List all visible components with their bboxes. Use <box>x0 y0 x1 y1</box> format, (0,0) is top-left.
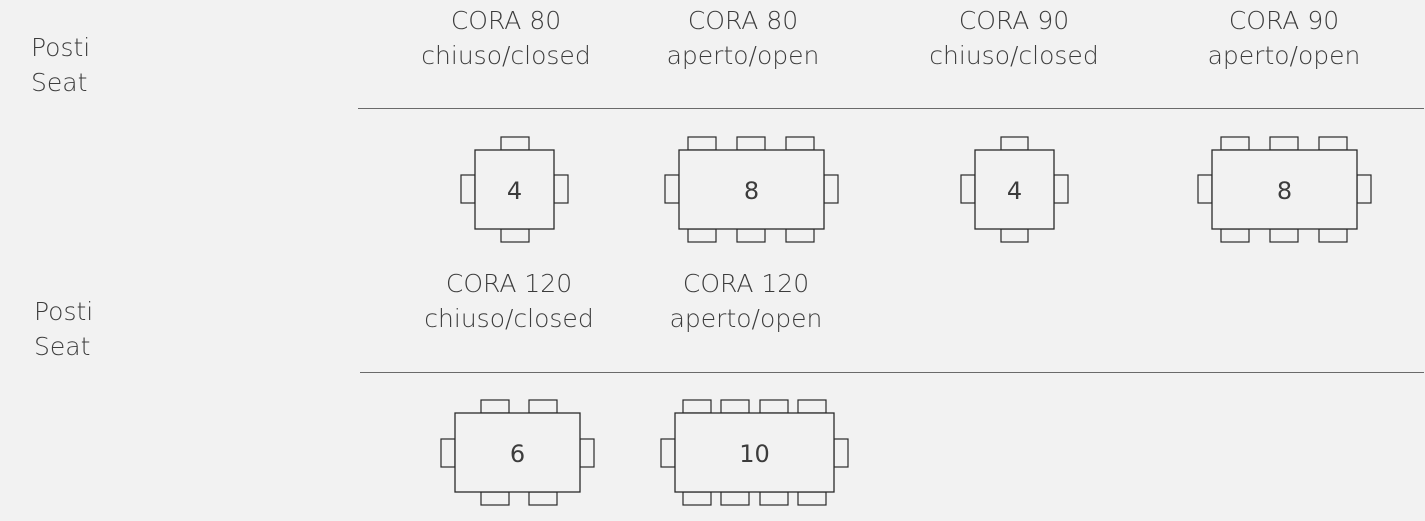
chair-icon <box>736 228 766 243</box>
table-plan-cora120-open: 10 <box>660 399 849 506</box>
chair-icon <box>480 399 510 414</box>
row-1-label-seat: Seat <box>31 68 88 97</box>
table-plan-cora80-closed: 4 <box>460 136 569 243</box>
chair-icon <box>460 174 476 204</box>
chair-icon <box>660 438 676 468</box>
chair-icon <box>759 399 789 414</box>
header-cora90-closed: CORA 90 chiuso/closed <box>894 3 1134 73</box>
table-top-square <box>974 149 1055 230</box>
model-name: CORA 120 <box>682 269 810 298</box>
chair-icon <box>480 491 510 506</box>
chair-icon <box>687 228 717 243</box>
state-label: chiuso/closed <box>421 41 591 70</box>
chair-icon <box>500 136 530 151</box>
chair-icon <box>785 136 815 151</box>
chair-icon <box>500 228 530 243</box>
seat-count: 4 <box>507 177 522 205</box>
chair-icon <box>682 399 712 414</box>
seat-count: 8 <box>744 177 759 205</box>
row-1-label: Posti Seat <box>31 30 90 100</box>
table-plan-cora90-closed: 4 <box>960 136 1069 243</box>
chair-icon <box>528 491 558 506</box>
chair-icon <box>1053 174 1069 204</box>
table-top-square <box>474 149 555 230</box>
state-label: chiuso/closed <box>424 304 594 333</box>
chair-icon <box>528 399 558 414</box>
table-plan-cora90-open: 8 <box>1197 136 1372 243</box>
chair-icon <box>823 174 839 204</box>
chair-icon <box>1356 174 1372 204</box>
table-top-rect <box>1211 149 1358 230</box>
state-label: aperto/open <box>666 41 820 70</box>
table-plan-cora120-closed: 6 <box>440 399 595 506</box>
header-cora80-open: CORA 80 aperto/open <box>623 3 863 73</box>
chair-icon <box>1000 228 1029 243</box>
chair-icon <box>687 136 717 151</box>
chair-icon <box>1269 136 1299 151</box>
chair-icon <box>1220 136 1250 151</box>
row-1-label-posti: Posti <box>31 33 91 62</box>
chair-icon <box>1000 136 1029 151</box>
table-top-rect <box>454 412 581 493</box>
chair-icon <box>1197 174 1213 204</box>
chair-icon <box>1318 136 1348 151</box>
chair-icon <box>720 491 750 506</box>
chair-icon <box>682 491 712 506</box>
model-name: CORA 80 <box>450 6 562 35</box>
model-name: CORA 90 <box>958 6 1070 35</box>
chair-icon <box>1220 228 1250 243</box>
header-cora120-closed: CORA 120 chiuso/closed <box>389 266 629 336</box>
row-2-label-seat: Seat <box>34 332 91 361</box>
seat-count: 4 <box>1007 177 1022 205</box>
seat-count: 10 <box>739 440 770 468</box>
state-label: chiuso/closed <box>929 41 1099 70</box>
chair-icon <box>1318 228 1348 243</box>
chair-icon <box>664 174 680 204</box>
row-2-divider <box>360 372 1424 373</box>
chair-icon <box>440 438 456 468</box>
table-plan-cora80-open: 8 <box>664 136 839 243</box>
chair-icon <box>736 136 766 151</box>
chair-icon <box>553 174 569 204</box>
chair-icon <box>1269 228 1299 243</box>
chair-icon <box>720 399 750 414</box>
header-cora120-open: CORA 120 aperto/open <box>626 266 866 336</box>
row-2-label: Posti Seat <box>34 294 93 364</box>
model-name: CORA 80 <box>687 6 799 35</box>
chair-icon <box>785 228 815 243</box>
header-cora90-open: CORA 90 aperto/open <box>1164 3 1404 73</box>
seat-count: 8 <box>1277 177 1292 205</box>
table-top-rect <box>678 149 825 230</box>
chair-icon <box>833 438 849 468</box>
chair-icon <box>759 491 789 506</box>
chair-icon <box>960 174 976 204</box>
seat-count: 6 <box>510 440 525 468</box>
model-name: CORA 120 <box>445 269 573 298</box>
chair-icon <box>797 399 827 414</box>
row-2-label-posti: Posti <box>34 297 94 326</box>
chair-icon <box>579 438 595 468</box>
header-cora80-closed: CORA 80 chiuso/closed <box>386 3 626 73</box>
chair-icon <box>797 491 827 506</box>
table-top-rect <box>674 412 835 493</box>
state-label: aperto/open <box>669 304 823 333</box>
state-label: aperto/open <box>1207 41 1361 70</box>
row-1-divider <box>358 108 1424 109</box>
model-name: CORA 90 <box>1228 6 1340 35</box>
